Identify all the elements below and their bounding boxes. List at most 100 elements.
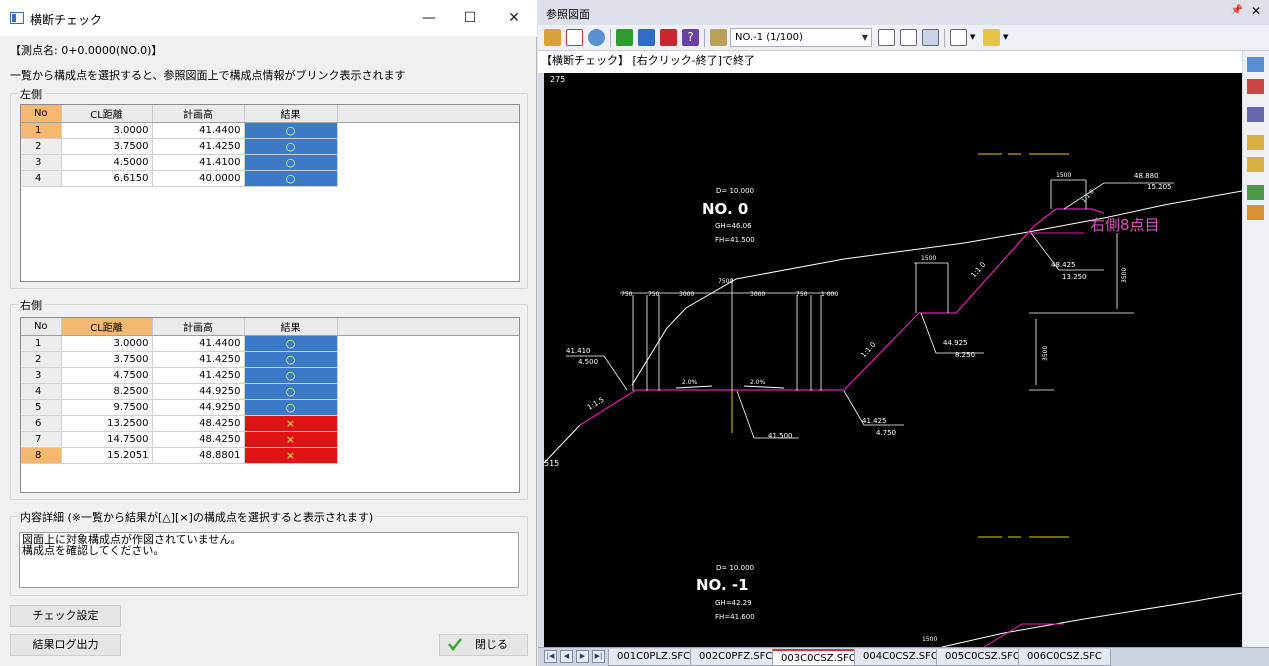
dim-3000b: 3000 xyxy=(750,291,765,298)
close-file-icon[interactable] xyxy=(566,29,583,46)
prev-tab-icon[interactable]: ◀ xyxy=(560,650,573,663)
station-label-2: NO. -1 xyxy=(696,576,749,594)
dim-750a: 750 xyxy=(621,291,633,298)
profile-icon[interactable] xyxy=(660,29,677,46)
close-icon[interactable]: ✕ xyxy=(508,10,520,26)
design-section-line xyxy=(579,208,1105,426)
graph-icon[interactable] xyxy=(638,29,655,46)
col-header-height[interactable]: 計画高 xyxy=(152,318,245,336)
drawing-select[interactable]: NO.-1 (1/100) ▼ xyxy=(730,28,872,47)
panel-close-icon[interactable]: ✕ xyxy=(1250,4,1261,18)
measure-tool-icon[interactable] xyxy=(1247,79,1264,94)
close-button[interactable]: 閉じる xyxy=(439,634,528,656)
chevron-down-icon[interactable]: ▼ xyxy=(1003,33,1009,41)
file-tab-3[interactable]: 003C0CSZ.SFC xyxy=(772,649,865,666)
pin-icon[interactable]: 📌 xyxy=(1230,5,1243,16)
drawing-canvas[interactable]: 275 515 D= 10.000 NO. 0 GH=46.06 FH=41.5… xyxy=(544,73,1242,647)
col-header-result[interactable]: 結果 xyxy=(244,318,338,336)
chevron-down-icon[interactable]: ▼ xyxy=(970,33,976,41)
edit-view-icon[interactable] xyxy=(950,29,967,46)
row-no: 4 xyxy=(21,170,62,187)
window-tile-icon[interactable] xyxy=(922,29,939,46)
col-header-height[interactable]: 計画高 xyxy=(152,105,245,123)
left-cut-label: 515 xyxy=(544,459,559,468)
dim-3500-lower: 3500 xyxy=(1042,346,1049,361)
file-tab-4[interactable]: 004C0CSZ.SFC xyxy=(854,649,947,666)
grid-tool-icon[interactable] xyxy=(1247,185,1264,200)
detail-line-1: 図面上に対象構成点が作図されていません。 xyxy=(22,533,242,546)
row-cl: 9.7500 xyxy=(61,399,153,416)
bulb-tool-icon[interactable] xyxy=(1247,135,1264,150)
row-cl: 3.7500 xyxy=(61,138,153,155)
col-header-no[interactable]: No xyxy=(21,105,62,123)
left-side-label: 左側 xyxy=(18,86,44,102)
bottom-elev-label: 41.500 xyxy=(768,432,793,440)
toolbar-separator xyxy=(944,29,945,47)
text-tool-icon[interactable] xyxy=(1247,57,1264,72)
checkmark-icon xyxy=(448,638,462,651)
ground-line-left xyxy=(544,424,581,464)
bulb-off-tool-icon[interactable] xyxy=(1247,157,1264,172)
minimize-icon[interactable]: — xyxy=(422,10,436,26)
vertical-toolbar xyxy=(1243,51,1269,647)
dim-3000a: 3000 xyxy=(679,291,694,298)
dimension-lines xyxy=(620,179,1134,433)
col-header-no[interactable]: No xyxy=(21,318,62,336)
abc-tool-icon[interactable] xyxy=(1247,107,1264,122)
gh-label-1: GH=46.06 xyxy=(715,222,752,230)
row-cl: 14.7500 xyxy=(61,431,153,448)
row-cl: 3.0000 xyxy=(61,335,153,352)
col-header-cl[interactable]: CL距離 xyxy=(61,318,153,336)
help-icon[interactable]: ? xyxy=(682,29,699,46)
col-header-result[interactable]: 結果 xyxy=(244,105,338,123)
left-elev-label: 41.410 xyxy=(566,347,591,355)
dim-1500-bottom: 1500 xyxy=(922,636,937,643)
check-settings-button[interactable]: チェック設定 xyxy=(10,605,121,627)
file-tab-2[interactable]: 002C0PFZ.SFC xyxy=(690,649,782,666)
top-dist-label: 15.205 xyxy=(1147,183,1172,191)
pen-icon[interactable] xyxy=(983,29,1000,46)
dim-1500-top: 1500 xyxy=(1056,172,1071,179)
pages-icon[interactable] xyxy=(900,29,917,46)
mid-dist-label: 8.250 xyxy=(955,351,975,359)
brush-tool-icon[interactable] xyxy=(1247,205,1264,220)
first-tab-icon[interactable]: |◀ xyxy=(544,650,557,663)
open-folder-icon[interactable] xyxy=(544,29,561,46)
row-no: 8 xyxy=(21,447,62,464)
last-tab-icon[interactable]: ▶| xyxy=(592,650,605,663)
row-height: 41.4100 xyxy=(152,154,245,171)
file-tab-5[interactable]: 005C0CSZ.SFC xyxy=(936,649,1029,666)
dialog-titlebar[interactable]: 横断チェック — ☐ ✕ xyxy=(0,0,537,37)
layer-line-icon[interactable] xyxy=(616,29,633,46)
upper-elev-label: 48.425 xyxy=(1051,261,1076,269)
refresh-icon[interactable] xyxy=(588,29,605,46)
layers-icon[interactable] xyxy=(710,29,727,46)
grade-label-left: 2.0% xyxy=(682,379,698,386)
file-tab-6[interactable]: 006C0CSZ.SFC xyxy=(1018,649,1111,666)
log-output-button[interactable]: 結果ログ出力 xyxy=(10,634,121,656)
leader-lines xyxy=(566,182,1174,439)
maximize-icon[interactable]: ☐ xyxy=(463,10,477,26)
row-no: 1 xyxy=(21,122,62,139)
detail-textbox[interactable]: 図面上に対象構成点が作図されていません。 構成点を確認してください。 xyxy=(19,532,519,588)
page-icon[interactable] xyxy=(878,29,895,46)
col-header-cl[interactable]: CL距離 xyxy=(61,105,153,123)
next-tab-icon[interactable]: ▶ xyxy=(576,650,589,663)
corner-label: 275 xyxy=(550,75,565,84)
file-tab-1[interactable]: 001C0PLZ.SFC xyxy=(608,649,700,666)
